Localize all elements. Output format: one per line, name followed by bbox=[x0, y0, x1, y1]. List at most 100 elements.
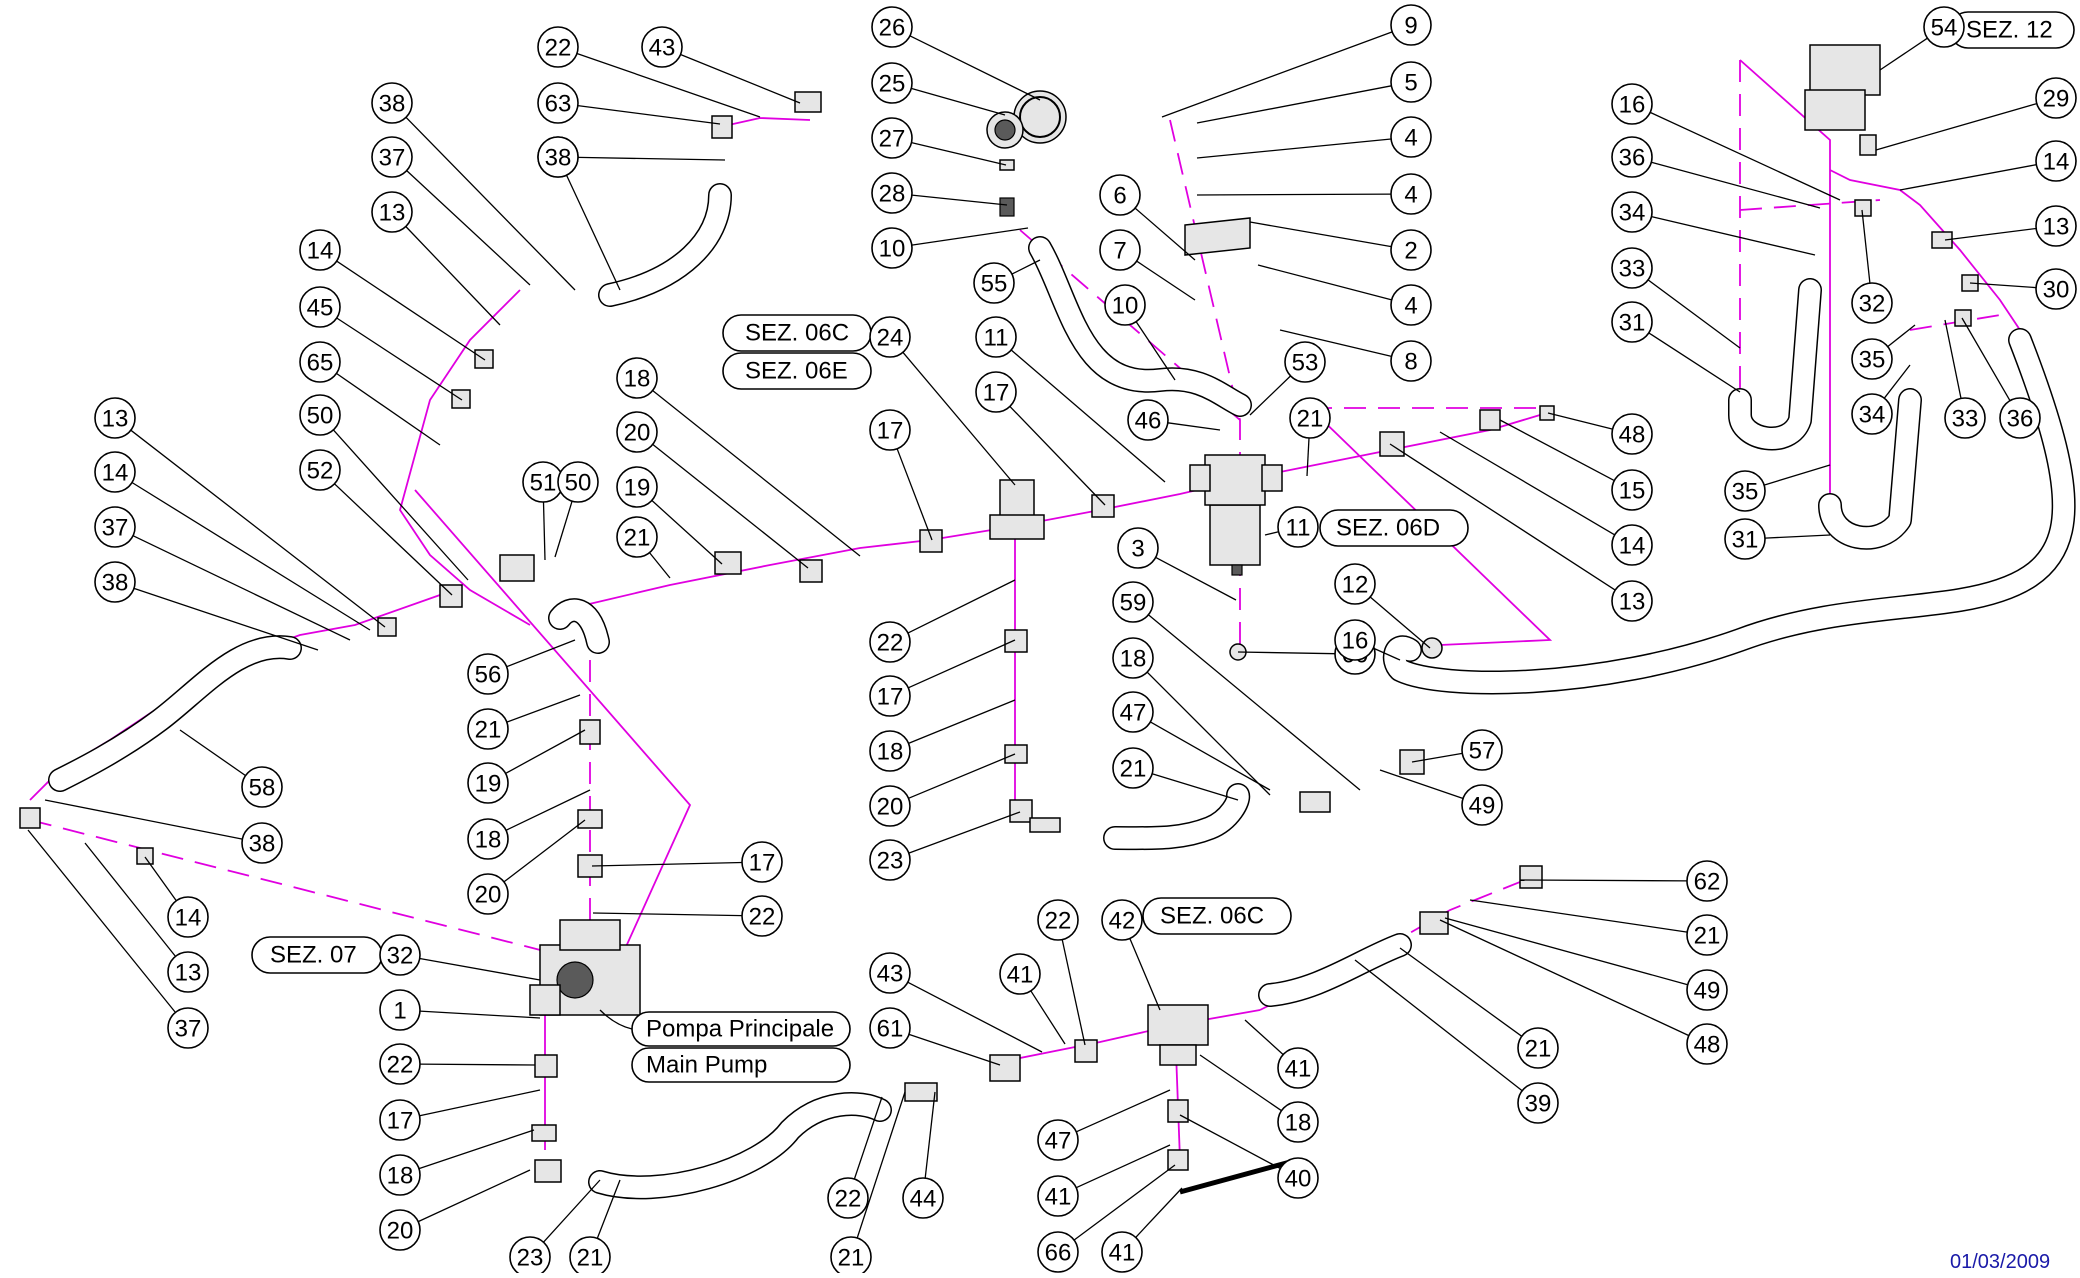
callout-number: 35 bbox=[1732, 479, 1759, 506]
parts bbox=[19, 44, 1979, 1195]
callout-number: 47 bbox=[1120, 700, 1147, 727]
callout-65: 65 bbox=[299, 341, 341, 383]
leader-line bbox=[405, 226, 501, 326]
callout-number: 17 bbox=[749, 850, 776, 877]
callout-number: 1 bbox=[393, 998, 406, 1025]
leader-line bbox=[1249, 221, 1392, 248]
callout-number: 22 bbox=[545, 35, 572, 62]
callout-circle bbox=[299, 286, 341, 328]
callout-62: 62 bbox=[1686, 860, 1728, 902]
filter-bowl-3 bbox=[1209, 504, 1261, 566]
nut-49-bottom bbox=[1519, 865, 1543, 889]
callout-21: 21 bbox=[830, 1236, 872, 1278]
leader-line bbox=[1499, 419, 1615, 482]
callout-number: 52 bbox=[307, 458, 334, 485]
callout-20: 20 bbox=[616, 411, 658, 453]
callout-17: 17 bbox=[869, 409, 911, 451]
tag-sez-06c-top: SEZ. 06C bbox=[722, 314, 872, 352]
callout-circle bbox=[371, 136, 413, 178]
callout-number: 31 bbox=[1732, 527, 1759, 554]
callout-37: 37 bbox=[371, 136, 413, 178]
callout-6: 6 bbox=[1099, 174, 1141, 216]
leader-line bbox=[907, 981, 1043, 1053]
callout-15: 15 bbox=[1611, 469, 1653, 511]
callout-circle bbox=[1686, 914, 1728, 956]
callout-circle bbox=[1851, 282, 1893, 324]
callout-circle bbox=[1117, 527, 1159, 569]
elbow-23-stack bbox=[1009, 799, 1033, 823]
rod-67 bbox=[1179, 1159, 1291, 1195]
callout-circle bbox=[1999, 397, 2041, 439]
callout-circle bbox=[1334, 563, 1376, 605]
callout-circle bbox=[537, 26, 579, 68]
leader-line bbox=[419, 1089, 541, 1117]
callout-33: 33 bbox=[1944, 397, 1986, 439]
callout-29: 29 bbox=[2035, 77, 2077, 119]
callout-number: 53 bbox=[1292, 350, 1319, 377]
callout-40: 40 bbox=[1277, 1157, 1319, 1199]
callout-24: 24 bbox=[869, 316, 911, 358]
leader-line bbox=[1439, 431, 1616, 536]
callout-circle bbox=[467, 708, 509, 750]
callout-34: 34 bbox=[1611, 191, 1653, 233]
fitting-15 bbox=[1539, 405, 1555, 421]
callout-19: 19 bbox=[467, 762, 509, 804]
callout-number: 66 bbox=[1045, 1240, 1072, 1267]
callout-21: 21 bbox=[1112, 747, 1154, 789]
callout-number: 54 bbox=[1931, 15, 1958, 42]
callout-number: 22 bbox=[1045, 908, 1072, 935]
callout-number: 24 bbox=[877, 325, 904, 352]
callout-18: 18 bbox=[1112, 637, 1154, 679]
callout-circle bbox=[1923, 6, 1965, 48]
tag-text: SEZ. 06D bbox=[1336, 515, 1440, 542]
callout-circle bbox=[467, 762, 509, 804]
callout-number: 20 bbox=[624, 420, 651, 447]
leader-line bbox=[909, 35, 1041, 101]
leader-line bbox=[1861, 209, 1871, 284]
callout-57: 57 bbox=[1461, 729, 1503, 771]
callout-14: 14 bbox=[2035, 140, 2077, 182]
callout-number: 32 bbox=[1859, 291, 1886, 318]
callout-54: 54 bbox=[1923, 6, 1965, 48]
leader-line bbox=[406, 170, 531, 286]
callout-circle bbox=[1112, 691, 1154, 733]
axis-line bbox=[29, 819, 561, 956]
callout-circle bbox=[1099, 174, 1141, 216]
callout-number: 49 bbox=[1694, 978, 1721, 1005]
callout-number: 43 bbox=[649, 35, 676, 62]
leader-line bbox=[1547, 412, 1613, 430]
callout-35: 35 bbox=[1724, 470, 1766, 512]
unit-sez-12 bbox=[1809, 44, 1881, 96]
callout-43: 43 bbox=[869, 952, 911, 994]
callout-31: 31 bbox=[1611, 301, 1653, 343]
callout-20: 20 bbox=[467, 873, 509, 915]
callout-circle bbox=[167, 951, 209, 993]
leader-lines bbox=[27, 31, 2037, 1243]
callout-17: 17 bbox=[975, 371, 1017, 413]
leader-line bbox=[1061, 939, 1086, 1046]
leader-line bbox=[1369, 596, 1431, 649]
leader-line bbox=[133, 587, 319, 651]
callout-circle bbox=[241, 822, 283, 864]
fitting-17-pump bbox=[534, 1054, 558, 1078]
callout-number: 16 bbox=[1619, 92, 1646, 119]
callout-number: 21 bbox=[838, 1245, 865, 1272]
leader-line bbox=[651, 499, 723, 565]
callout-circle bbox=[1944, 397, 1986, 439]
callout-41: 41 bbox=[1037, 1175, 1079, 1217]
callout-number: 18 bbox=[877, 739, 904, 766]
leader-line bbox=[1150, 721, 1271, 791]
callout-32: 32 bbox=[1851, 282, 1893, 324]
callout-number: 16 bbox=[1342, 628, 1369, 655]
leader-line bbox=[1444, 917, 1688, 986]
callout-number: 48 bbox=[1694, 1032, 1721, 1059]
callout-11: 11 bbox=[975, 316, 1017, 358]
callout-number: 39 bbox=[1525, 1091, 1552, 1118]
callout-41: 41 bbox=[1101, 1231, 1143, 1273]
leader-line bbox=[405, 116, 576, 291]
leader-line bbox=[1354, 959, 1523, 1092]
nipple-19 bbox=[714, 551, 742, 575]
callout-number: 14 bbox=[2043, 149, 2070, 176]
callout-number: 58 bbox=[249, 775, 276, 802]
callout-49: 49 bbox=[1461, 784, 1503, 826]
